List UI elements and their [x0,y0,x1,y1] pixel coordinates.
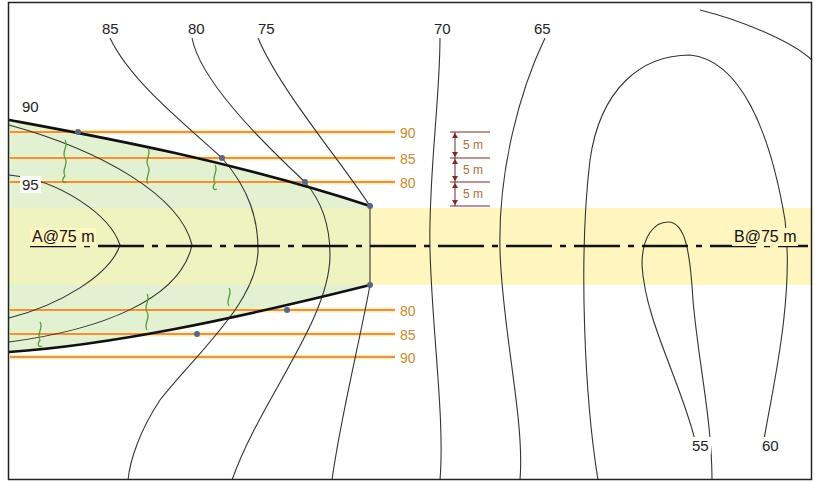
design-label: 85 [398,151,418,167]
design-contour [10,132,395,357]
design-line-glow [10,132,395,357]
design-label: 80 [398,175,418,191]
design-label: 85 [398,327,418,343]
frame [9,3,812,480]
contour-label: 60 [760,437,781,454]
contour-label: 70 [432,20,453,37]
dimension [450,132,490,206]
intersection-dot [75,129,373,337]
contour-label: 95 [20,176,41,193]
contour-label: 75 [256,20,277,37]
point-label: B@75 m [732,228,798,246]
dimension-label: 5 m [462,188,484,200]
design-label: 80 [398,303,418,319]
dimension-arrow [452,133,458,205]
road-band [9,208,812,285]
dimension-label: 5 m [462,139,484,151]
contour-label: 80 [186,20,207,37]
cut-region [9,120,370,352]
design-label: 90 [398,125,418,141]
design-label: 90 [398,350,418,366]
contour-label: 85 [100,20,121,37]
contour-label: 65 [532,20,553,37]
catch-line [9,120,370,352]
centerline [30,245,808,247]
contour-line [9,10,812,480]
dimension-label: 5 m [462,164,484,176]
point-label: A@75 m [30,228,96,246]
contour-label: 90 [20,98,41,115]
contour-label: 55 [690,437,711,454]
